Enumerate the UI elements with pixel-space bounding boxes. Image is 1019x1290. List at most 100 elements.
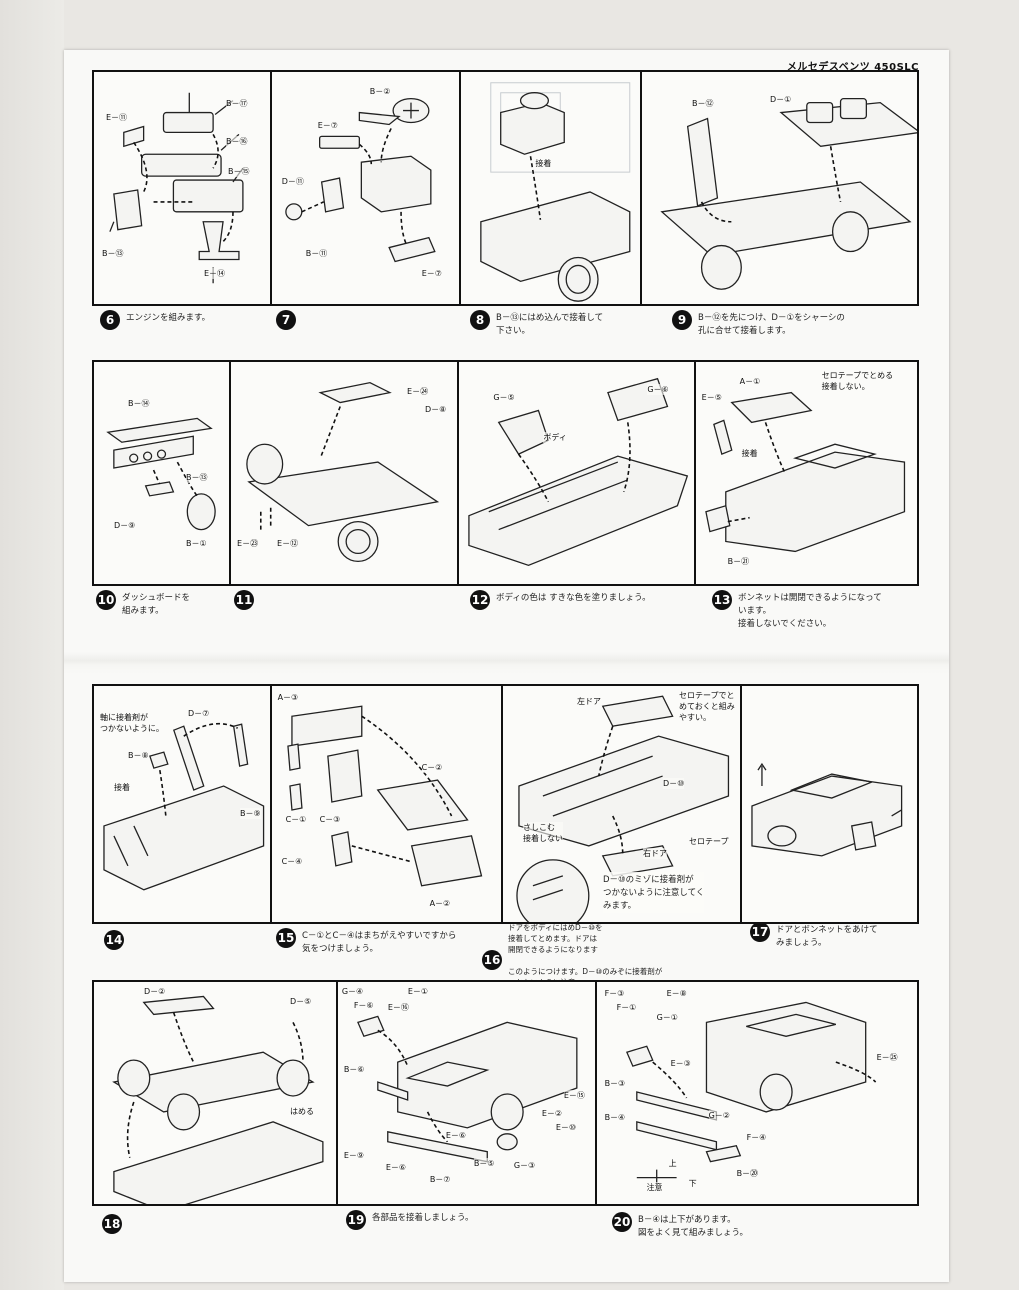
step-14-caption: 14: [104, 930, 130, 950]
step-14-diagram: 軸に接着剤が つかないように。 D－⑦ B－⑧ 接着 B－⑨: [94, 686, 272, 922]
dashboard-drawing: [106, 417, 216, 531]
part-label: F－③: [604, 988, 625, 999]
chassis-body-drawing: [112, 995, 324, 1204]
part-label: B－⑥: [343, 1064, 365, 1075]
part-label: D－⑩: [663, 778, 685, 789]
part-label: B－㉑: [727, 556, 750, 567]
part-label: E－⑤: [701, 392, 722, 403]
car-doors-open-drawing: [751, 762, 903, 857]
step-19-diagram: G－④ F－⑥ E－① E－⑯ B－⑥ E－⑮ E－② E－⑩ E－⑥ B－⑤ …: [338, 982, 597, 1204]
part-label: B－⑰: [226, 98, 248, 109]
step-11-diagram: E－㉔ D－⑧ E－㉓ E－⑫: [231, 362, 460, 584]
part-label: E－㉓: [237, 538, 259, 549]
paper-fold: [64, 652, 949, 674]
part-label: C－②: [421, 762, 443, 773]
part-label: E－⑭: [204, 268, 226, 279]
part-label: D－⑨: [114, 520, 136, 531]
part-label: G－①: [656, 1012, 678, 1023]
part-label: B－⑬: [102, 248, 124, 259]
step-instruction: ボディの色は すきな色を塗りましょう。: [496, 593, 651, 603]
part-label: B－①: [186, 538, 207, 549]
dashboard-install-drawing: [246, 381, 440, 562]
part-label: B－⑨: [240, 808, 261, 819]
part-label: 左ドア: [577, 696, 601, 707]
step-instruction: 各部品を接着しましょう。: [372, 1213, 474, 1223]
part-label: 注意: [646, 1182, 663, 1193]
engine-assembly-drawing: [284, 98, 436, 263]
step-8-diagram: 接着: [461, 72, 643, 304]
step-row-2: B－⑭ B－⑬ D－⑨ B－① E－㉔ D－⑧ E－㉓ E－⑫ G－⑤ G－⑥: [92, 360, 919, 586]
part-label: 右ドア: [643, 848, 667, 859]
step-row-3: 軸に接着剤が つかないように。 D－⑦ B－⑧ 接着 B－⑨ A－③ C－① C…: [92, 684, 919, 924]
part-label: B－⑮: [228, 166, 250, 177]
step-20-caption: 20 B－④は上下があります。 図をよく見て組みましょう。: [612, 1212, 748, 1240]
step-number: 19: [346, 1210, 366, 1230]
part-label: B－⑪: [305, 248, 328, 259]
step-number: 12: [470, 590, 490, 610]
step-row-1: E－⑪ B－⑰ B－⑯ B－⑮ B－⑬ E－⑭ B－② E－⑦ D－⑪ B－⑪ …: [92, 70, 919, 306]
step-number: 18: [102, 1214, 122, 1234]
part-label: C－③: [319, 814, 341, 825]
step-16-diagram: 左ドア セロテープでと めておくと組み やすい。 D－⑩ さしこむ 接着しない …: [503, 686, 743, 922]
front-parts-drawing: [356, 1015, 578, 1163]
part-label: E－⑦: [317, 120, 338, 131]
part-label: E－㉕: [876, 1052, 898, 1063]
part-label: さしこむ 接着しない: [523, 822, 563, 844]
step-13-diagram: A－① セロテープでとめる 接着しない。 E－⑤ 接着 B－㉑: [696, 362, 917, 584]
step-10-caption: 10 ダッシュボードを 組みます。: [96, 590, 190, 618]
step-instruction: ボンネットは開閉できるようになって います。 接着しないでください。: [738, 593, 882, 629]
step-9-caption: 9 B－⑫を先につけ、D－①をシャーシの 孔に合せて接着します。: [672, 310, 845, 338]
step-number: 13: [712, 590, 732, 610]
step-13-caption: 13 ボンネットは開閉できるようになって います。 接着しないでください。: [712, 590, 882, 631]
step-16-note: D－⑩のミゾに接着剤が つかないように注意してく みます。: [603, 872, 705, 913]
part-label: F－⑥: [353, 1000, 374, 1011]
part-label: 上: [668, 1158, 677, 1169]
rear-parts-drawing: [625, 1001, 876, 1186]
part-label: E－⑧: [666, 988, 687, 999]
step-10-diagram: B－⑭ B－⑬ D－⑨ B－①: [94, 362, 232, 584]
background-edge: [0, 0, 64, 1290]
part-label: 接着: [535, 158, 552, 169]
part-label: B－③: [604, 1078, 626, 1089]
part-label: E－③: [670, 1058, 691, 1069]
step-19-caption: 19 各部品を接着しましょう。: [346, 1210, 474, 1230]
step-6-caption: 6 エンジンを組みます。: [100, 310, 210, 330]
part-label: E－⑩: [555, 1122, 577, 1133]
part-label: E－⑥: [445, 1130, 467, 1141]
part-label: F－①: [616, 1002, 637, 1013]
step-8-caption: 8 B－⑬にはめ込んで接着して 下さい。: [470, 310, 603, 338]
part-label: はめる: [290, 1106, 314, 1117]
step-row-4: D－② D－⑤ はめる G－④ F－⑥ E－① E－⑯ B－⑥ E－⑮ E－② …: [92, 980, 919, 1206]
body-hood-drawing: [704, 391, 905, 553]
part-label: D－⑪: [281, 176, 304, 187]
part-label: E－⑮: [563, 1090, 585, 1101]
step-number: 9: [672, 310, 692, 330]
part-label: B－⑫: [692, 98, 714, 109]
part-label: F－④: [746, 1132, 767, 1143]
step-number: 15: [276, 928, 296, 948]
step-number: 20: [612, 1212, 632, 1232]
part-label: B－②: [369, 86, 391, 97]
part-label: G－③: [513, 1160, 536, 1171]
step-12-caption: 12 ボディの色は すきな色を塗りましょう。: [470, 590, 651, 610]
part-label: D－①: [770, 94, 792, 105]
step-20-diagram: F－③ F－① E－⑧ G－① E－③ E－㉕ B－③ B－④ G－② F－④ …: [597, 982, 917, 1204]
door-parts-drawing: [286, 705, 482, 887]
part-label: B－⑤: [473, 1158, 495, 1169]
part-label: E－⑪: [106, 112, 128, 123]
part-label: D－⑧: [425, 404, 447, 415]
part-label: B－④: [604, 1112, 626, 1123]
part-label: G－④: [341, 986, 364, 997]
part-label: E－⑥: [385, 1162, 407, 1173]
step-instruction: B－⑬にはめ込んで接着して 下さい。: [496, 313, 604, 336]
step-number: 8: [470, 310, 490, 330]
step-16-extra-note: ドアをボディにはめD－⑩を 接着してとめます。ドアは 開閉できるようになります …: [508, 923, 663, 987]
step-number: 10: [96, 590, 116, 610]
step-6-diagram: E－⑪ B－⑰ B－⑯ B－⑮ B－⑬ E－⑭: [94, 72, 272, 304]
part-label: D－⑤: [290, 996, 312, 1007]
step-instruction: ドアとボンネットをあけて みましょう。: [776, 925, 878, 948]
step-number: 6: [100, 310, 120, 330]
step-7-diagram: B－② E－⑦ D－⑪ B－⑪ E－⑦: [272, 72, 462, 304]
step-number: 16: [482, 950, 502, 970]
part-label: G－②: [708, 1110, 730, 1121]
